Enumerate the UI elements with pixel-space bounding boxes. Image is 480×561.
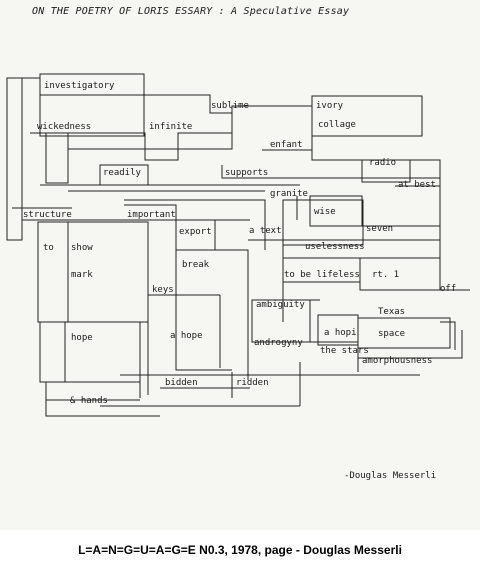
word-sublime: sublime [211,101,249,111]
word-mark: mark [71,270,93,280]
word-export: export [179,227,212,237]
word-amorphousness: amorphousness [362,356,433,366]
word-wise: wise [314,207,336,217]
word-space: space [378,329,406,339]
word-seven: seven [366,224,394,234]
word-the-stars: the stars [320,346,369,356]
word-wickedness: wickedness [37,122,92,132]
word-enfant: enfant [270,140,303,150]
word-texas: Texas [378,307,406,317]
word-readily: readily [103,168,141,178]
word-radio: radio [369,158,397,168]
word-off: off [440,284,457,294]
word-a-hope: a hope [170,331,203,341]
word-investigatory: investigatory [44,81,115,91]
line-grid [6,73,470,417]
poem-title: ON THE POETRY OF LORIS ESSARY : A Specul… [32,6,350,17]
word-infinite: infinite [149,122,193,132]
word-show: show [71,243,93,253]
word-a-hopi: a hopi [324,328,357,338]
word-collage: collage [318,120,356,130]
word-to-be-lifeless: to be lifeless [284,270,360,280]
word-androgyny: androgyny [254,338,303,348]
word-uselessness: uselessness [305,242,365,252]
word-ambiguity: ambiguity [256,300,305,310]
word-at-best: at best [398,180,436,190]
poem-page: ON THE POETRY OF LORIS ESSARY : A Specul… [0,0,480,530]
signature: -Douglas Messerli [344,471,437,481]
caption: L=A=N=G=U=A=G=E N0.3, 1978, page - Dougl… [78,543,402,557]
word-hope: hope [71,333,93,343]
word-rt-1: rt. 1 [372,270,400,280]
word-and-hands: & hands [70,396,108,406]
word-structure: structure [23,210,72,220]
word-a-text: a text [249,226,282,236]
word-ivory: ivory [316,101,344,111]
word-break: break [182,260,210,270]
word-bidden: bidden [165,378,198,388]
word-granite: granite [270,189,308,199]
word-supports: supports [225,168,269,178]
word-keys: keys [152,285,174,295]
word-to: to [43,243,54,253]
word-ridden: ridden [236,378,269,388]
word-important: important [127,210,176,220]
